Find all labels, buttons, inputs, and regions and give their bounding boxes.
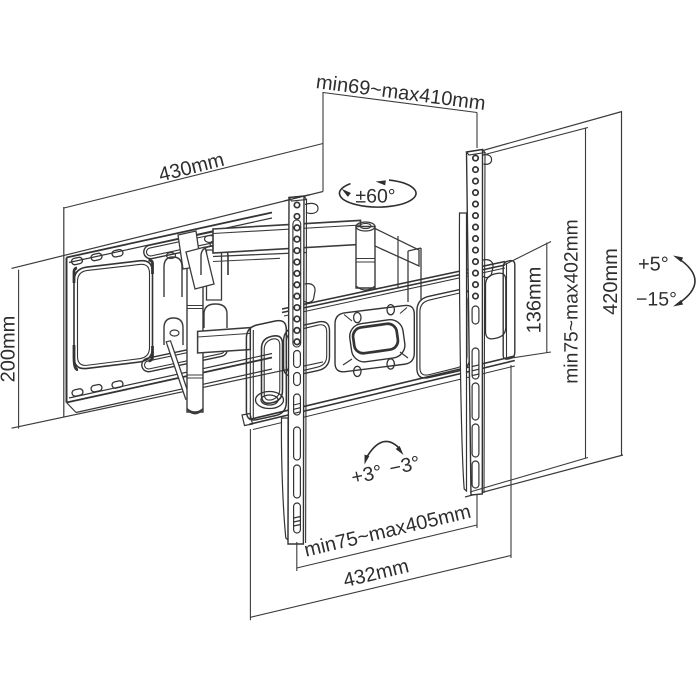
svg-text:±60°: ±60° bbox=[355, 185, 395, 207]
svg-text:420mm: 420mm bbox=[600, 248, 622, 315]
svg-text:136mm: 136mm bbox=[524, 267, 546, 334]
svg-text:200mm: 200mm bbox=[0, 316, 20, 383]
svg-text:−15°: −15° bbox=[636, 289, 677, 311]
svg-text:min75~max402mm: min75~max402mm bbox=[562, 219, 583, 384]
svg-text:+5°: +5° bbox=[638, 254, 669, 276]
